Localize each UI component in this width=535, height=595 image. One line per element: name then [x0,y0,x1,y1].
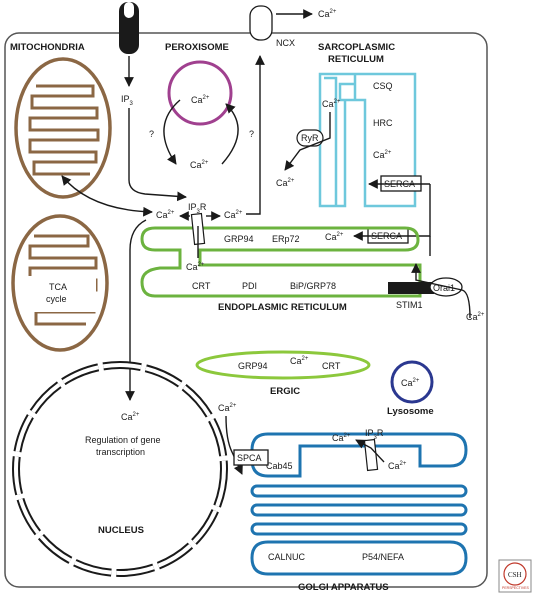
crt-ergic-label: CRT [322,361,341,371]
arrow-peroxisome-out [163,99,181,165]
lysosome [390,360,434,404]
ca-ergic: Ca2+ [290,356,309,366]
gene-regulation-2: transcription [96,447,145,457]
ncx-label: NCX [276,38,295,48]
lysosome-title: Lysosome [387,406,434,417]
erp72-label: ERp72 [272,234,300,244]
arrow-to-nucleus [125,219,147,401]
csh-perspectives-logo: CSH PERSPECTIVES [498,559,532,593]
endoplasmic-reticulum [140,226,422,298]
mitochondrion-1-cristae [28,84,100,176]
ca-cytosol-left: Ca2+ [156,210,175,220]
golgi-title: GOLGI APPARATUS [298,582,389,593]
ca-er-lumen: Ca2+ [186,262,205,272]
arrow-to-ncx [246,55,265,215]
ip3r-channel-golgi [363,438,379,472]
ca-ryr-out: Ca2+ [276,178,295,188]
spca-label: SPCA [237,453,262,463]
ip3r-label-golgi: IP3R [365,428,384,441]
ca-golgi-out: Ca2+ [332,433,351,443]
ncx-exchanger [249,5,273,41]
ca-spca-in: Ca2+ [218,403,237,413]
peroxisome [167,60,233,126]
ca-peroxisome: Ca2+ [191,95,210,105]
ergic-title: ERGIC [270,386,300,397]
ip3r-label-er: IP3R [188,202,207,215]
arrow-ryr-release [284,112,331,171]
svg-text:CSH: CSH [508,571,522,579]
ca-extracellular: Ca2+ [466,312,485,322]
tca-label-2: cycle [46,294,67,304]
stim1-bar [388,282,434,294]
mitochondrion-2 [11,214,109,352]
sr-title-2: RETICULUM [328,54,384,65]
sr-title-1: SARCOPLASMIC [318,42,395,53]
ca-cytosol-peroxisome: Ca2+ [190,160,209,170]
p54-label: P54/NEFA [362,552,404,562]
nucleus-title: NUCLEUS [98,525,144,536]
calnuc-label: CALNUC [268,552,306,562]
sarcoplasmic-reticulum [318,72,417,208]
grp94-er-label: GRP94 [224,234,254,244]
er-title: ENDOPLASMIC RETICULUM [218,302,347,313]
membrane-receptor [119,2,139,54]
ca-sr-lumen: Ca2+ [373,150,392,160]
ryr-label: RyR [301,133,319,143]
orai1-label: Orai1 [433,283,455,293]
bip-label: BiP/GRP78 [290,281,336,291]
mitochondria-title: MITOCHONDRIA [10,42,85,53]
ip3-label: IP3 [121,94,134,107]
golgi-apparatus [250,432,468,576]
arrow-ip3-ip3r [128,108,187,202]
peroxisome-title: PEROXISOME [165,42,229,53]
csq-label: CSQ [373,81,393,91]
ca-golgi-lumen: Ca2+ [388,461,407,471]
ca-sr-ryr: Ca2+ [322,99,341,109]
ergic [195,350,371,380]
arrow-golgi-release [355,439,385,463]
hrc-label: HRC [373,118,393,128]
arrow-spca [225,415,243,475]
ca-lysosome: Ca2+ [401,378,420,388]
gene-regulation-1: Regulation of gene [85,435,161,445]
svg-text:PERSPECTIVES: PERSPECTIVES [502,586,530,590]
question-right: ? [249,129,254,139]
arrow-peroxisome-in [221,103,239,165]
cab45-label: Cab45 [266,461,293,471]
arrow-mito-exchange [61,175,153,217]
arrow-orai-entry [411,263,471,319]
spca-pump [233,449,269,466]
nucleus-envelope [12,361,228,577]
crt-er-label: CRT [192,281,211,291]
tca-label-1: TCA [49,282,67,292]
ca-ncx-out: Ca2+ [318,9,337,19]
ca-cytosol-right: Ca2+ [224,210,243,220]
cell-membrane [4,32,488,588]
ca-er-serca: Ca2+ [325,232,344,242]
grp94-ergic-label: GRP94 [238,361,268,371]
ca-nucleus: Ca2+ [121,412,140,422]
stim1-label: STIM1 [396,300,423,310]
pdi-label: PDI [242,281,257,291]
question-left: ? [149,129,154,139]
